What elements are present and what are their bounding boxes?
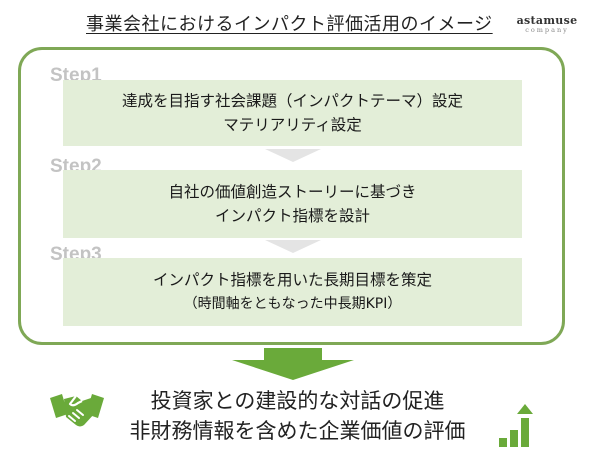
step3-text-line2: （時間軸をともなった中長期KPI） <box>183 296 402 312</box>
diagram-title: 事業会社におけるインパクト評価活用のイメージ <box>86 14 493 35</box>
company-logo: astamuse company <box>514 14 580 34</box>
step2-text-line2: インパクト指標を設計 <box>214 207 370 225</box>
step1-text-line1: 達成を目指す社会課題（インパクトテーマ）設定 <box>121 92 463 110</box>
logo-wordmark: astamuse <box>516 14 578 27</box>
big-down-arrow <box>232 348 354 380</box>
step3-text-line1: インパクト指標を用いた長期目標を策定 <box>152 271 432 289</box>
outcome-line2: 非財務情報を含めた企業価値の評価 <box>129 419 466 443</box>
step1-band: 達成を目指す社会課題（インパクトテーマ）設定 マテリアリティ設定 <box>63 80 522 146</box>
steps-frame <box>18 47 565 345</box>
growth-chart-icon <box>499 404 533 447</box>
step2-to-step3-arrow <box>265 240 321 253</box>
step2-text-line1: 自社の価値創造ストーリーに基づき <box>168 183 417 201</box>
step1-to-step2-arrow <box>265 149 321 162</box>
step3-band: インパクト指標を用いた長期目標を策定 （時間軸をともなった中長期KPI） <box>63 258 522 326</box>
logo-subtext: company <box>525 26 569 34</box>
outcome-line1: 投資家との建設的な対話の促進 <box>150 389 445 413</box>
outcome-text: 投資家との建設的な対話の促進 非財務情報を含めた企業価値の評価 <box>100 386 495 446</box>
step1-text-line2: マテリアリティ設定 <box>223 116 362 134</box>
handshake-icon <box>50 394 104 427</box>
step2-band: 自社の価値創造ストーリーに基づき インパクト指標を設計 <box>63 170 522 238</box>
